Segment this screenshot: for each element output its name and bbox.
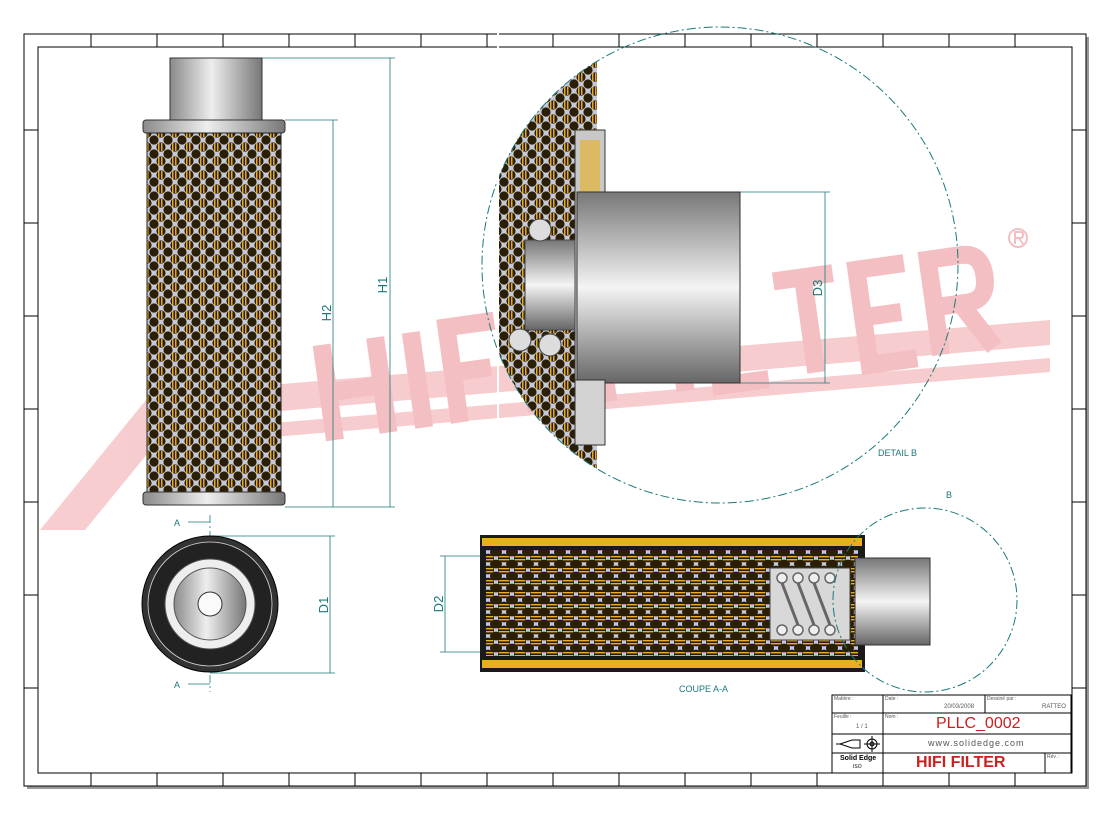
drawn-by-value: RATTEO <box>1042 704 1066 710</box>
dimension-d3: D3 <box>810 280 825 297</box>
filter-section-view <box>480 535 931 672</box>
dimension-h2: H2 <box>319 305 334 322</box>
drawing-frame <box>37 46 1073 774</box>
date-label: Date : <box>885 696 899 702</box>
dimension-d2: D2 <box>431 596 446 613</box>
section-marker-bottom: A <box>174 680 180 690</box>
section-marker-top: A <box>174 518 180 528</box>
name-label: Nom : <box>885 714 899 720</box>
dimension-lines <box>188 57 830 692</box>
material-label: Matière : <box>834 696 854 702</box>
revision-label: Rév. : <box>1047 754 1060 760</box>
company-name: HIFI FILTER <box>916 754 1006 771</box>
date-value: 20/03/2008 <box>944 704 975 710</box>
software-name: Solid Edge <box>840 755 877 762</box>
software-sub: ISO <box>853 764 862 770</box>
scale-label: Feuille : <box>834 714 852 720</box>
dimension-h1: H1 <box>375 277 390 294</box>
title-block <box>831 694 1072 774</box>
solid-edge-projection-icon <box>836 736 880 752</box>
scale-value: 1 / 1 <box>856 724 868 730</box>
detail-b-circle-marker <box>832 507 1018 693</box>
filter-side-view <box>142 57 286 506</box>
dimension-d1: D1 <box>316 597 331 614</box>
detail-b-boundary <box>481 26 959 504</box>
filter-end-view <box>141 535 279 673</box>
drawn-by-label: Dessiné par : <box>987 696 1017 702</box>
website: www.solidedge.com <box>928 738 1025 748</box>
registered-mark-icon <box>1008 228 1028 248</box>
detail-b-view <box>497 27 741 503</box>
detail-marker: B <box>946 490 952 500</box>
zone-ticks <box>24 34 1086 786</box>
section-label: COUPE A-A <box>679 684 728 694</box>
detail-label: DETAIL B <box>878 448 917 458</box>
part-number: PLLC_0002 <box>936 715 1021 732</box>
